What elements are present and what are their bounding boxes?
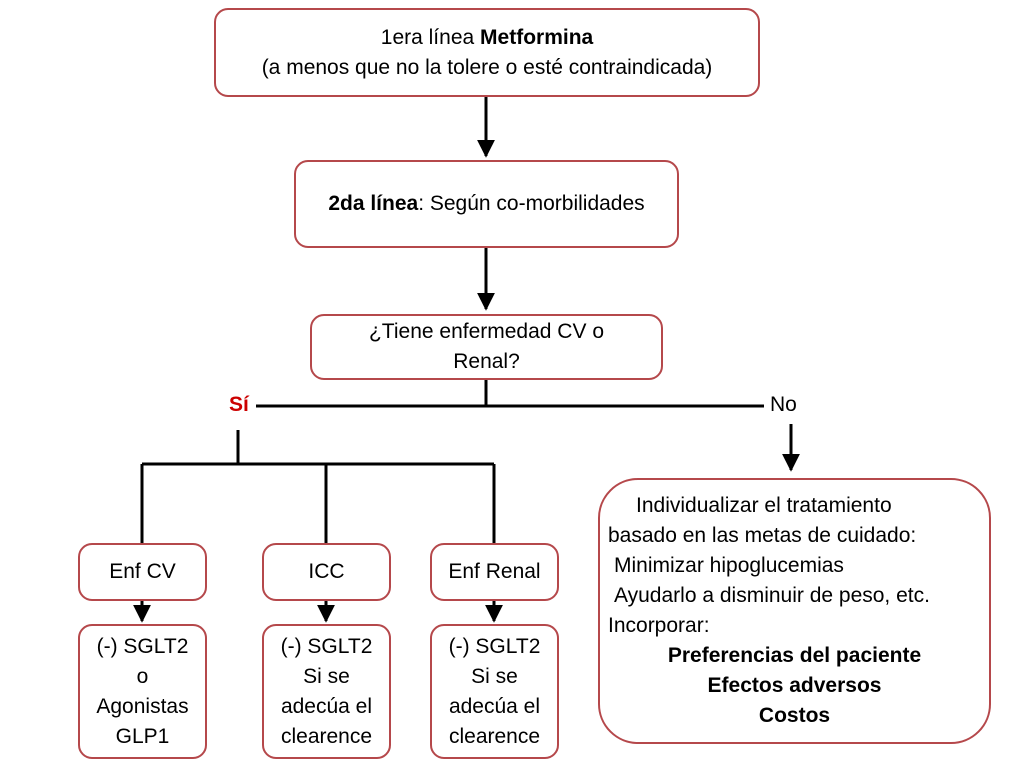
icc-detail-line: clearence: [280, 724, 373, 748]
individualize-line: basado en las metas de cuidado:: [608, 524, 917, 547]
second-line-text: 2da línea: Según co-morbilidades: [328, 189, 644, 219]
first-line-drug: Metformina: [480, 25, 594, 49]
enf-cv-box: Enf CV: [78, 543, 207, 601]
enf-cv-detail-line: Agonistas: [96, 694, 189, 718]
individualize-line: Minimizar hipoglucemias: [614, 554, 844, 577]
first-line-box: 1era línea Metformina (a menos que no la…: [214, 8, 760, 97]
enf-renal-detail-line: Si se: [471, 664, 518, 688]
first-line-prefix: 1era línea: [380, 25, 481, 49]
icc-detail-line: adecúa el: [280, 694, 373, 718]
icc-box: ICC: [262, 543, 391, 601]
icc-detail-line: Si se: [303, 664, 350, 688]
no-label: No: [770, 393, 797, 416]
individualize-bold-line: Preferencias del paciente: [667, 644, 922, 667]
enf-cv-detail-line: o: [136, 664, 149, 688]
enf-renal-detail-line: adecúa el: [448, 694, 541, 718]
individualize-line: Incorporar:: [608, 614, 710, 637]
enf-renal-title: Enf Renal: [448, 560, 541, 583]
enf-cv-detail-box: (-) SGLT2 o Agonistas GLP1: [78, 624, 207, 759]
enf-renal-detail-line: (-) SGLT2: [448, 634, 541, 658]
question-box: ¿Tiene enfermedad CV o Renal?: [310, 314, 663, 380]
individualize-box: Individualizar el tratamiento basado en …: [598, 478, 991, 744]
icc-title: ICC: [308, 560, 345, 583]
second-line-box: 2da línea: Según co-morbilidades: [294, 160, 679, 248]
individualize-line: Individualizar el tratamiento: [636, 494, 892, 517]
second-line-criteria: : Según co-morbilidades: [418, 192, 645, 215]
enf-renal-detail-line: clearence: [448, 724, 541, 748]
first-line-note: (a menos que no la tolere o esté contrai…: [261, 55, 713, 79]
enf-renal-detail-box: (-) SGLT2 Si se adecúa el clearence: [430, 624, 559, 759]
icc-detail-box: (-) SGLT2 Si se adecúa el clearence: [262, 624, 391, 759]
enf-cv-detail-line: GLP1: [115, 724, 170, 748]
individualize-bold-line: Costos: [758, 704, 831, 727]
icc-detail-line: (-) SGLT2: [280, 634, 373, 658]
individualize-line: Ayudarlo a disminuir de peso, etc.: [614, 584, 930, 607]
enf-renal-box: Enf Renal: [430, 543, 559, 601]
enf-cv-title: Enf CV: [109, 560, 176, 583]
enf-cv-detail-line: (-) SGLT2: [96, 634, 189, 658]
second-line-label: 2da línea: [328, 192, 419, 215]
question-line1: ¿Tiene enfermedad CV o: [368, 320, 604, 343]
yes-label: Sí: [229, 393, 249, 416]
question-line2: Renal?: [453, 350, 520, 373]
individualize-bold-line: Efectos adversos: [707, 674, 882, 697]
first-line-title: 1era línea Metformina: [381, 23, 593, 53]
